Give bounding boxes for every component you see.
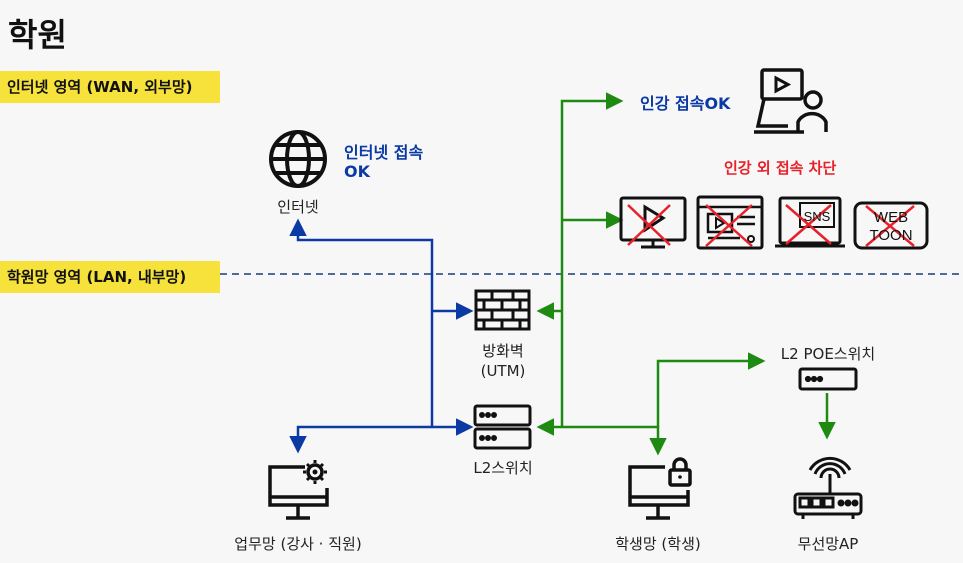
wan-zone-label: 인터넷 영역 (WAN, 외부망) — [0, 71, 220, 103]
blocked-document-tile — [696, 195, 764, 250]
student-network-label: 학생망 (학생) — [615, 535, 701, 553]
office-network-label: 업무망 (강사 · 직원) — [234, 535, 362, 553]
internet-label: 인터넷 — [277, 198, 319, 216]
webtoon-text-line2: TOON — [869, 227, 912, 244]
firewall-label: 방화벽 — [482, 342, 524, 360]
office-monitor-gear-icon — [268, 460, 329, 520]
switch-icon — [473, 404, 532, 450]
green-links — [536, 92, 836, 456]
poe-switch-label: L2 POE스위치 — [780, 345, 876, 363]
lecture-ok-label: 인강 접속OK — [640, 94, 731, 113]
l2-switch-label: L2스위치 — [473, 459, 533, 477]
blocked-webtoon-tile — [853, 201, 929, 250]
blocked-label: 인강 외 접속 차단 — [724, 159, 837, 177]
webtoon-text-line1: WEB — [874, 209, 908, 226]
poe-switch-icon — [798, 367, 858, 391]
online-lecture-icon — [754, 68, 828, 134]
wireless-ap-label: 무선망AP — [797, 535, 859, 553]
blocked-video-tile — [619, 196, 687, 249]
student-monitor-lock-icon — [628, 457, 692, 520]
firewall-sublabel: (UTM) — [480, 362, 526, 380]
page-title: 학원 — [8, 16, 67, 54]
sns-tile-text: SNS — [804, 209, 831, 224]
wireless-ap-icon — [793, 456, 863, 519]
internet-ok-line2: OK — [344, 162, 370, 181]
blocked-sns-tile — [775, 196, 845, 248]
firewall-icon — [474, 289, 531, 331]
lan-zone-label: 학원망 영역 (LAN, 내부망) — [0, 261, 220, 293]
internet-ok-line1: 인터넷 접속 — [344, 143, 424, 162]
blue-links — [289, 218, 474, 454]
globe-icon — [269, 130, 327, 188]
